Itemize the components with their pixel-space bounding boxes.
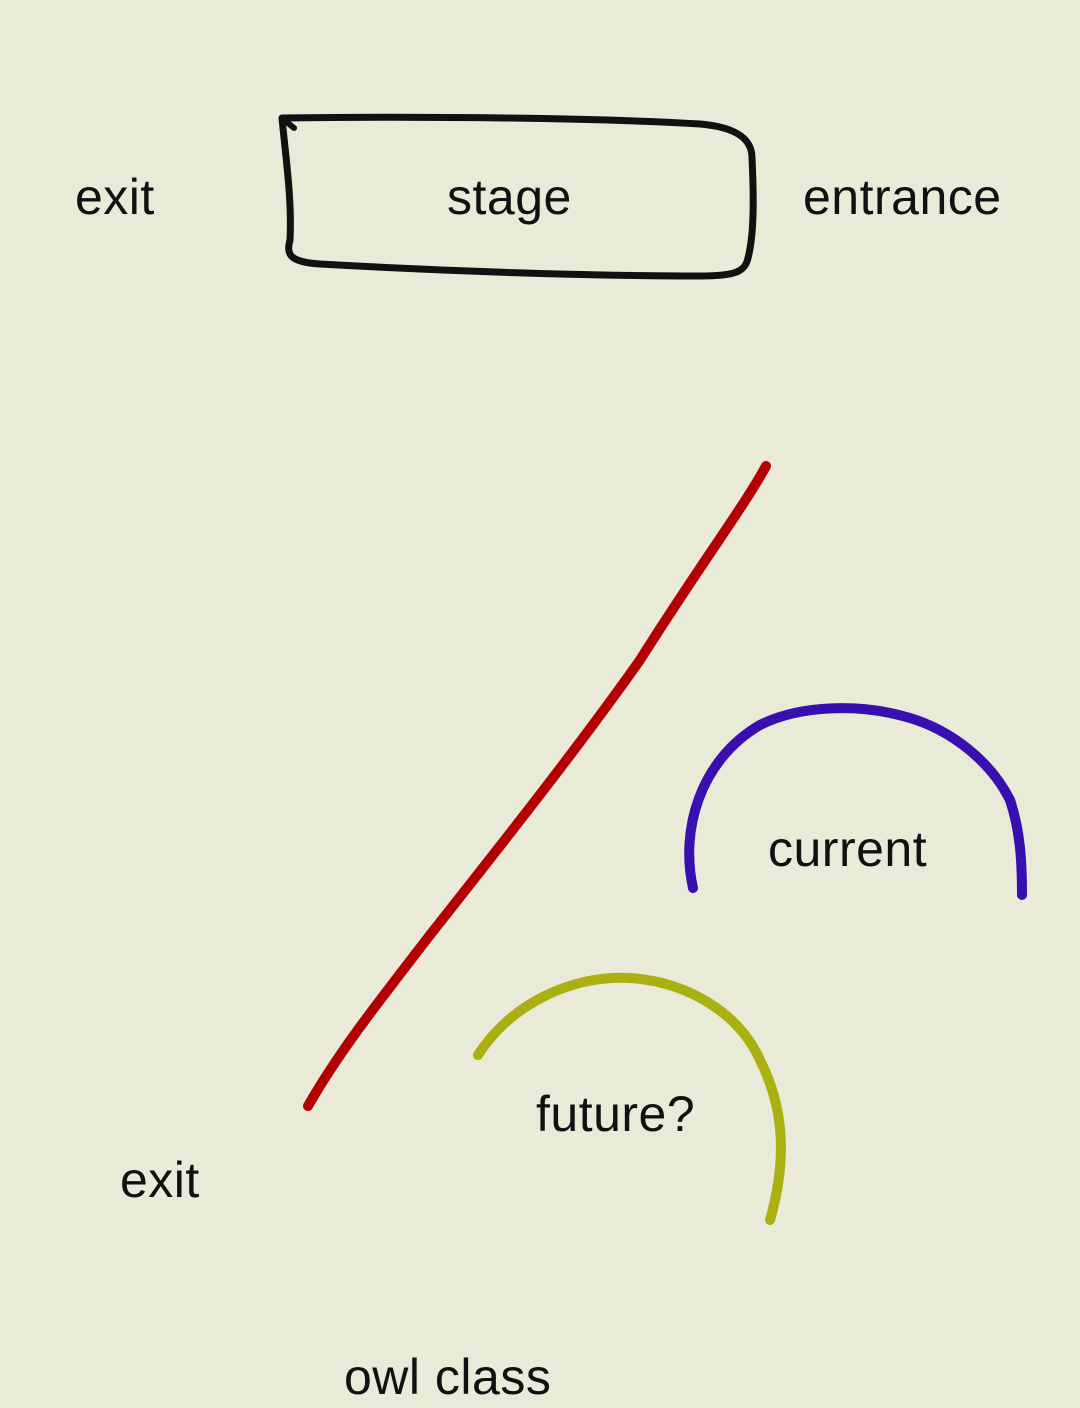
exit-label-top: exit: [75, 169, 155, 225]
divider-line: [303, 461, 771, 1111]
owl-class-label: owl class: [344, 1349, 552, 1405]
entrance-label: entrance: [803, 169, 1002, 225]
stage-box: [278, 113, 757, 280]
exit-label-bottom: exit: [120, 1152, 200, 1208]
stage-box-overstroke: [279, 115, 297, 131]
current-arc: [684, 703, 1027, 900]
stage-label: stage: [447, 169, 572, 225]
future-label: future?: [536, 1086, 696, 1142]
current-label: current: [768, 821, 928, 877]
future-arc: [473, 972, 786, 1225]
